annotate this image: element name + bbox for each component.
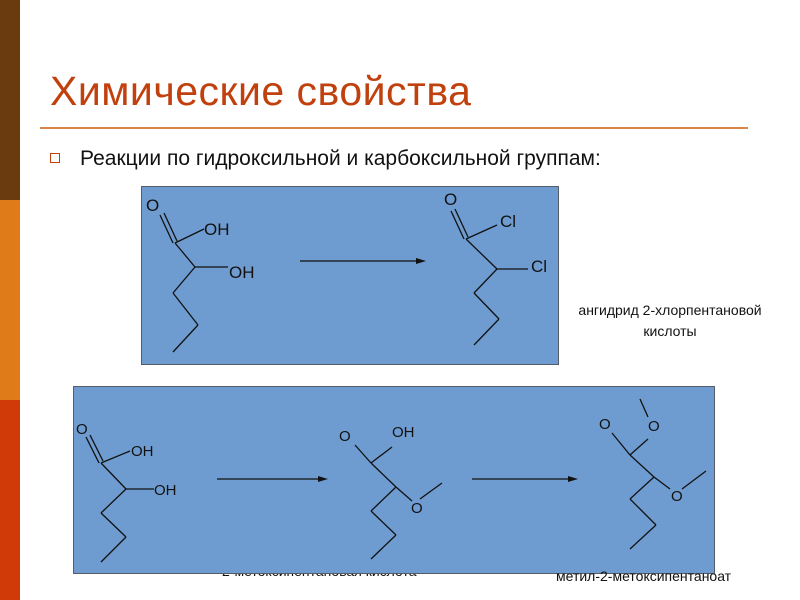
atom-label-oh: OH [154, 482, 177, 499]
atom-label-cl: Cl [500, 212, 517, 231]
reaction2-molecules [74, 387, 714, 573]
side-decoration-strip [0, 0, 20, 600]
atom-label-o: O [411, 500, 423, 517]
atom-label-oh: OH [204, 220, 230, 239]
atom-label-o: O [444, 190, 458, 209]
atom-label-o: O [599, 416, 611, 433]
title-underline [40, 127, 748, 129]
strip-segment-dark [0, 0, 20, 200]
product2-bonds [611, 398, 707, 550]
reaction2-structures [85, 398, 707, 563]
atom-label-oh: OH [392, 424, 415, 441]
reactant-molecule-1 [142, 187, 558, 364]
atom-label-oh: OH [131, 443, 154, 460]
slide-title: Химические свойства [50, 68, 472, 114]
atom-label-oh: OH [229, 263, 255, 282]
reactant1-bonds [159, 212, 228, 353]
atom-label-cl: Cl [531, 257, 548, 276]
bullet-square-icon [50, 153, 60, 163]
caption-anhydride: ангидрид 2-хлорпентановой кислоты [551, 302, 789, 340]
reactant2-bonds [85, 434, 154, 563]
strip-segment-orange [0, 200, 20, 400]
reaction2-arrow-2 [472, 476, 578, 482]
atom-label-o: O [671, 488, 683, 505]
reaction1-arrow [300, 258, 426, 264]
atom-label-o: O [648, 418, 660, 435]
caption-anhydride-line1: ангидрид 2-хлорпентановой [578, 302, 762, 318]
intermediate-bonds [354, 444, 443, 560]
atom-label-o: O [339, 428, 351, 445]
caption-anhydride-line2: кислоты [643, 322, 697, 339]
caption-methyl-ester: метил-2-метоксипентаноат [556, 568, 732, 584]
reaction2-arrow-1 [217, 476, 328, 482]
reaction-panel-1: O OH OH O Cl Cl [141, 186, 559, 365]
reaction-panel-2: O OH OH O OH O O O O [73, 386, 715, 574]
reaction1-structures [159, 208, 528, 353]
product1-bonds [450, 208, 528, 346]
atom-label-o: O [146, 196, 160, 215]
atom-label-o: O [76, 421, 88, 438]
strip-segment-red [0, 400, 20, 600]
bullet-text: Реакции по гидроксильной и карбоксильной… [80, 147, 601, 170]
